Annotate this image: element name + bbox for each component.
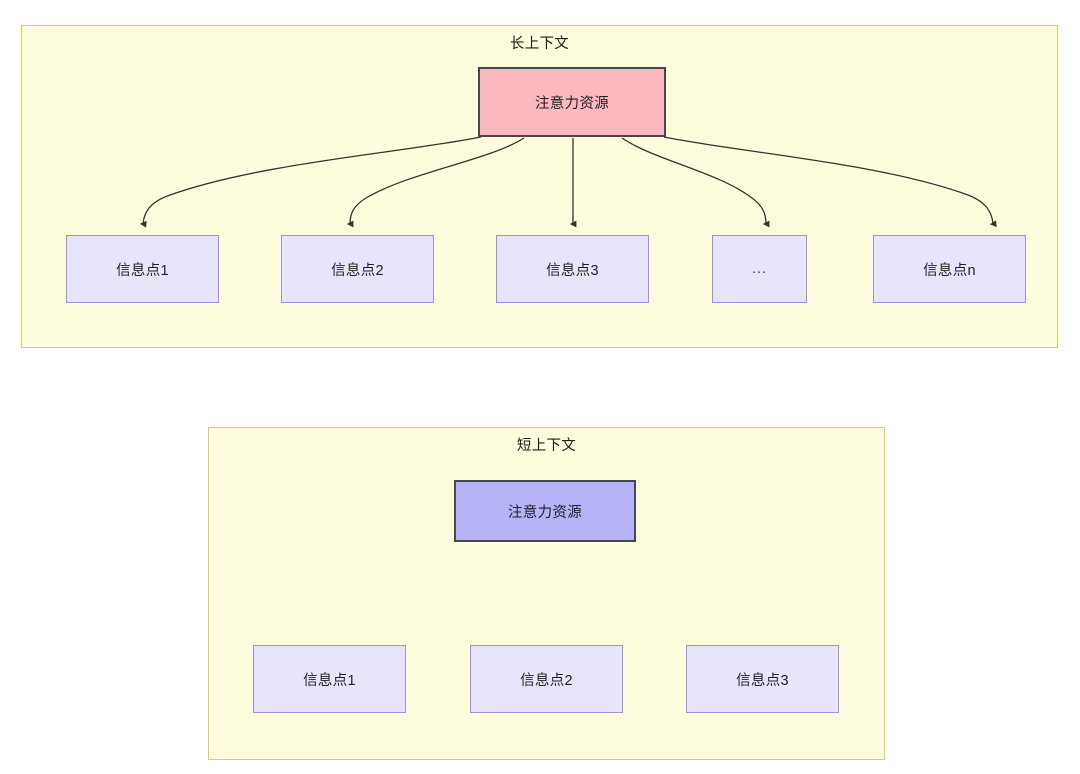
info-node-long-3[interactable]: 信息点3 [496,235,649,303]
edge-root-to-info-ellipsis [621,137,770,228]
info-node-label: 信息点n [923,262,976,279]
attention-resource-label-short: 注意力资源 [508,504,582,521]
info-node-short-1[interactable]: 信息点1 [253,645,406,713]
attention-resource-node-long[interactable]: 注意力资源 [478,67,666,137]
info-node-label: 信息点3 [546,262,599,279]
edge-root-to-info-2 [346,137,525,228]
edge-root-to-info-1 [139,136,482,228]
info-node-long-2[interactable]: 信息点2 [281,235,434,303]
info-node-short-3[interactable]: 信息点3 [686,645,839,713]
panel-title-long-context: 长上下文 [509,36,570,52]
info-node-label: 信息点2 [520,672,573,689]
info-node-label: 信息点1 [116,262,169,279]
info-node-label: 信息点3 [736,672,789,689]
info-node-long-ellipsis[interactable]: ... [712,235,807,303]
info-node-label: ... [751,261,768,277]
info-node-short-2[interactable]: 信息点2 [470,645,623,713]
attention-resource-node-short[interactable]: 注意力资源 [454,480,636,542]
info-node-long-n[interactable]: 信息点n [873,235,1026,303]
info-node-long-1[interactable]: 信息点1 [66,235,219,303]
info-node-label: 信息点2 [331,262,384,279]
panel-title-short-context: 短上下文 [516,438,577,454]
edge-root-to-info-n [663,136,997,228]
info-node-label: 信息点1 [303,672,356,689]
edge-group-long [139,136,997,228]
attention-resource-label-long: 注意力资源 [535,95,609,112]
